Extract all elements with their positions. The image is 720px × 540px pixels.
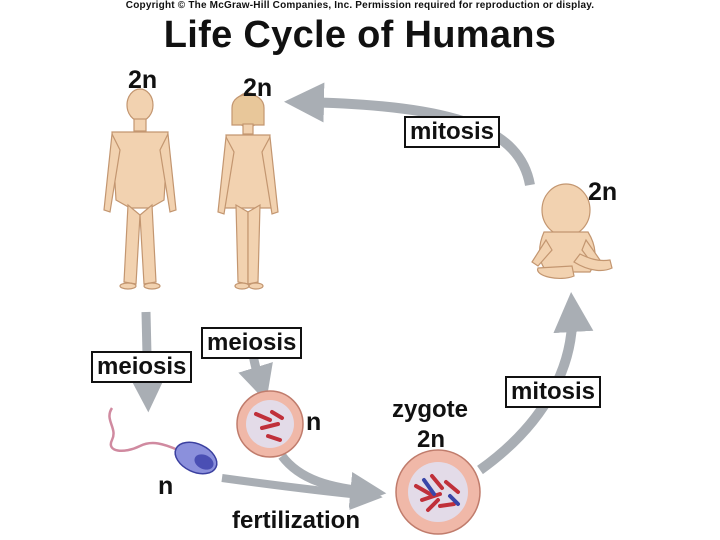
arrow-sperm-to-zygote — [221, 474, 383, 511]
diagram-title: Life Cycle of Humans — [163, 14, 557, 56]
zygote-ploidy-label: 2n — [417, 426, 446, 453]
sperm-ploidy-label: n — [158, 472, 174, 500]
baby-figure — [531, 183, 613, 280]
zygote-cell — [395, 449, 481, 535]
zygote-label: zygote — [392, 396, 469, 423]
copyright-notice: Copyright © The McGraw-Hill Companies, I… — [125, 0, 595, 11]
meiosis-label-left: meiosis — [91, 351, 193, 383]
male-figure — [103, 88, 177, 290]
fertilization-label: fertilization — [232, 507, 361, 534]
female-figure — [217, 92, 279, 290]
male-ploidy-label: 2n — [128, 66, 158, 94]
mitosis-label-right: mitosis — [505, 376, 602, 408]
egg-cell — [236, 390, 304, 458]
baby-ploidy-label: 2n — [588, 178, 618, 206]
mitosis-label-top: mitosis — [404, 116, 501, 148]
egg-ploidy-label: n — [306, 408, 322, 436]
meiosis-label-center: meiosis — [201, 327, 303, 359]
female-ploidy-label: 2n — [243, 74, 273, 102]
sperm-cell — [108, 407, 218, 475]
